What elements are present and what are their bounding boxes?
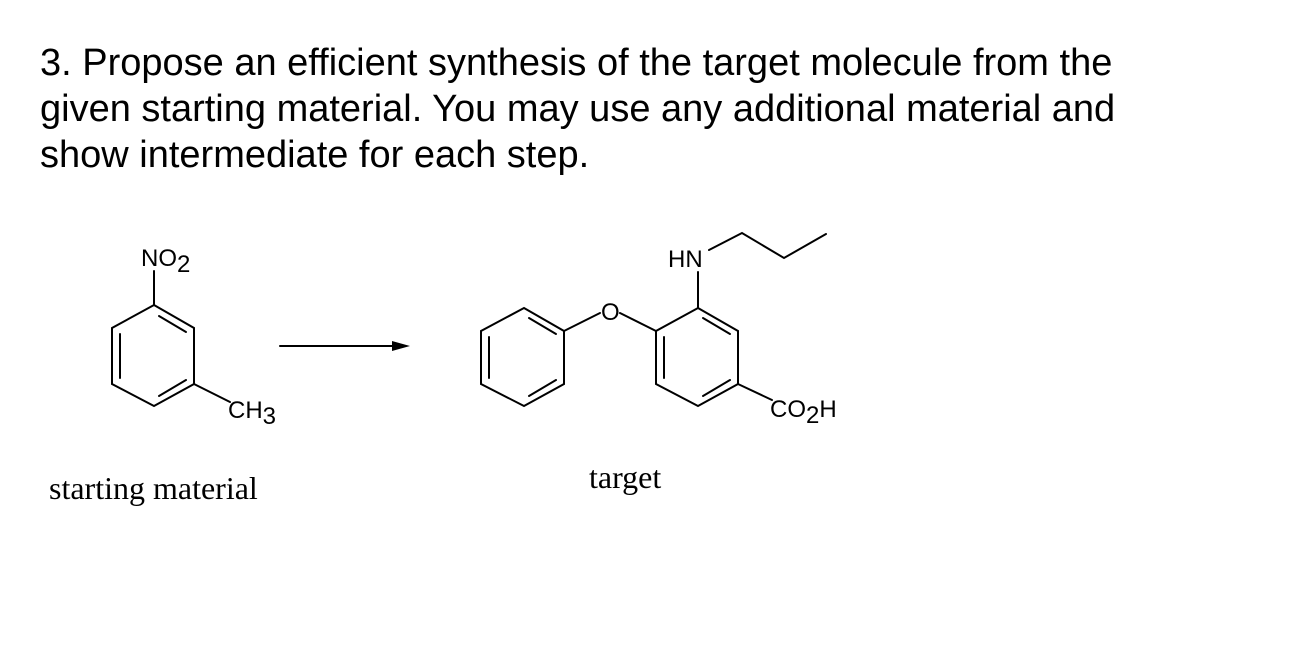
carboxylic-acid-label: CO2H bbox=[770, 396, 837, 429]
starting-material-structure: NO2 CH3 bbox=[111, 245, 276, 430]
methyl-bond bbox=[193, 383, 231, 403]
aryl-ring-double-bond bbox=[702, 379, 731, 397]
phenyl-ring bbox=[480, 306, 565, 408]
starting-ring-double-bond bbox=[158, 379, 187, 397]
ether-bond-right bbox=[619, 312, 657, 332]
question-line-2: given starting material. You may use any… bbox=[40, 88, 1116, 130]
question-line-3: show intermediate for each step. bbox=[40, 134, 590, 176]
starting-benzene-ring bbox=[111, 303, 195, 408]
question-text: 3. Propose an efficient synthesis of the… bbox=[40, 40, 1260, 178]
carboxylic-acid-bond bbox=[737, 383, 773, 401]
phenyl-ring-double-bond bbox=[528, 317, 557, 335]
starting-material-caption: starting material bbox=[49, 470, 258, 506]
reaction-arrow bbox=[279, 341, 410, 351]
amine-label: HN bbox=[668, 246, 703, 273]
propyl-chain bbox=[708, 231, 827, 260]
nitro-group-label: NO2 bbox=[141, 245, 190, 278]
aryl-ring bbox=[655, 306, 739, 408]
starting-ring-double-bond bbox=[158, 315, 187, 333]
target-caption: target bbox=[589, 459, 661, 495]
aryl-ring-double-bond bbox=[702, 317, 731, 335]
methyl-group-label: CH3 bbox=[228, 397, 276, 430]
question-line-1: 3. Propose an efficient synthesis of the… bbox=[40, 42, 1113, 84]
phenyl-ring-double-bond bbox=[528, 379, 557, 397]
ether-bond-left bbox=[563, 312, 601, 332]
target-structure: O HN CO2H bbox=[480, 231, 837, 429]
ether-oxygen-label: O bbox=[601, 299, 620, 326]
